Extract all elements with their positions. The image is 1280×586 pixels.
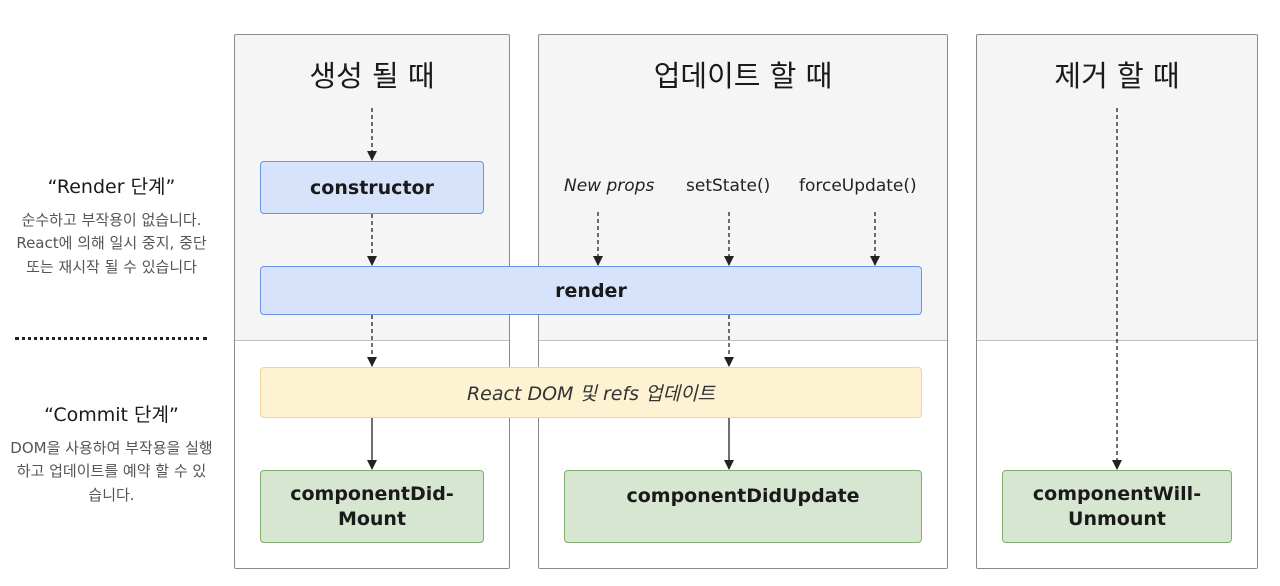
trigger-new-props: New props xyxy=(564,176,655,196)
trigger-force-update: forceUpdate() xyxy=(799,176,917,196)
trigger-set-state: setState() xyxy=(686,176,771,196)
commit-phase-label: “Commit 단계” DOM을 사용하여 부작용을 실행하고 업데이트를 예약… xyxy=(10,400,213,507)
mount-column-title: 생성 될 때 xyxy=(309,59,435,93)
react-dom-update-box: React DOM 및 refs 업데이트 xyxy=(260,367,922,418)
render-phase-label: “Render 단계” 순수하고 부작용이 없습니다. React에 의해 일시… xyxy=(10,172,213,279)
component-did-mount-box: componentDid- Mount xyxy=(260,470,484,543)
phase-divider xyxy=(235,340,509,341)
component-did-update-box: componentDidUpdate xyxy=(564,470,922,543)
render-phase-title: “Render 단계” xyxy=(47,176,176,198)
render-box: render xyxy=(260,266,922,315)
render-phase-description: 순수하고 부작용이 없습니다. React에 의해 일시 중지, 중단 또는 재… xyxy=(16,211,207,276)
commit-phase-title: “Commit 단계” xyxy=(44,404,179,426)
component-will-unmount-box: componentWill- Unmount xyxy=(1002,470,1232,543)
update-column-title: 업데이트 할 때 xyxy=(653,59,833,93)
phase-divider xyxy=(539,340,947,341)
phase-separator xyxy=(15,337,207,340)
unmount-column-title: 제거 할 때 xyxy=(1054,59,1180,93)
commit-phase-description: DOM을 사용하여 부작용을 실행하고 업데이트를 예약 할 수 있습니다. xyxy=(10,439,213,504)
constructor-box: constructor xyxy=(260,161,484,214)
phase-divider xyxy=(977,340,1257,341)
